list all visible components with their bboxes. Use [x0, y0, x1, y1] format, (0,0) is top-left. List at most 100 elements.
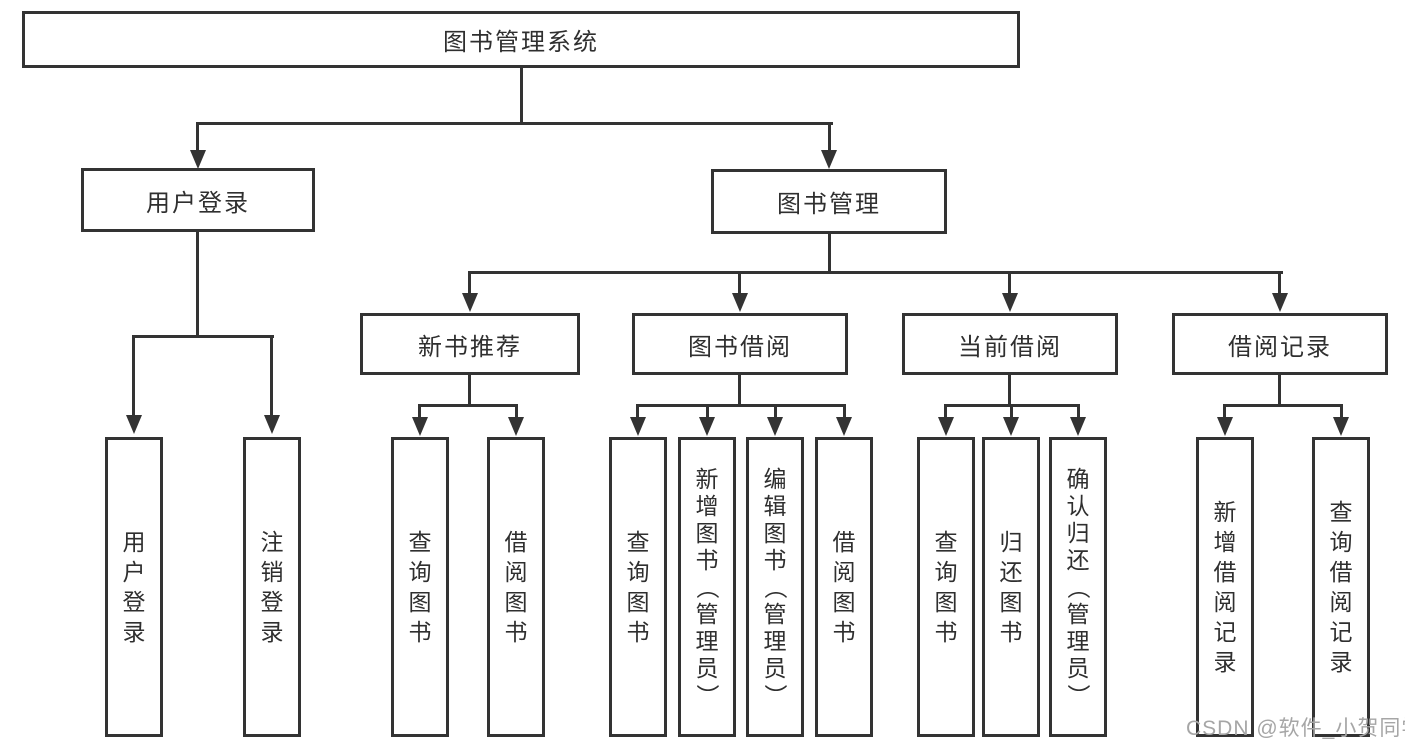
leaf-label-char: 录	[1329, 649, 1353, 675]
leaf-label-char: 新	[695, 465, 719, 492]
arrowhead-icon	[821, 150, 837, 169]
node-root-label: 图书管理系统	[443, 29, 599, 56]
leaf-label-char: 查	[934, 529, 958, 555]
arrowhead-icon	[630, 417, 646, 436]
arrowhead-icon	[1002, 293, 1018, 312]
arrowhead-icon	[126, 415, 142, 434]
connector-line	[1008, 375, 1011, 406]
leaf-label-char: 辑	[763, 492, 787, 519]
leaf-borrow-books-recommend: 借阅图书	[487, 437, 545, 737]
leaf-label-char: 借	[1213, 559, 1237, 585]
leaf-label-char: 书	[408, 619, 432, 645]
node-book-management: 图书管理	[711, 169, 947, 234]
connector-line	[270, 335, 273, 415]
leaf-label-char: 员	[695, 654, 719, 681]
leaf-return-books: 归还图书	[982, 437, 1040, 737]
leaf-label-char: 询	[934, 559, 958, 585]
node-borrow-records: 借阅记录	[1172, 313, 1388, 375]
leaf-label-char: 询	[1329, 529, 1353, 555]
connector-line	[944, 404, 947, 418]
leaf-label-char: 阅	[504, 559, 528, 585]
leaf-edit-books-admin: 编辑图书（管理员）	[746, 437, 804, 737]
connector-line	[1223, 404, 1226, 418]
connector-line	[1340, 404, 1343, 418]
leaf-label-char: 编	[763, 465, 787, 492]
connector-line	[1008, 271, 1011, 293]
node-user-login-label: 用户登录	[146, 189, 250, 217]
connector-line	[196, 122, 199, 150]
leaf-label-char: 管	[763, 600, 787, 627]
arrowhead-icon	[836, 417, 852, 436]
connector-line	[196, 232, 199, 336]
node-root: 图书管理系统	[22, 11, 1020, 68]
connector-line	[828, 122, 831, 150]
leaf-label-char: 认	[1066, 492, 1090, 519]
connector-line	[418, 404, 518, 407]
leaf-confirm-return-admin: 确认归还（管理员）	[1049, 437, 1107, 737]
connector-line	[469, 271, 1283, 274]
leaf-label-char: 书	[832, 619, 856, 645]
connector-line	[636, 404, 846, 407]
arrowhead-icon	[732, 293, 748, 312]
connector-line	[1010, 404, 1013, 418]
leaf-label-char: 录	[122, 619, 146, 645]
node-book-borrow-label: 图书借阅	[688, 333, 792, 361]
leaf-label-char: 阅	[1213, 589, 1237, 615]
leaf-label-char: 书	[626, 619, 650, 645]
connector-line	[1223, 404, 1343, 407]
leaf-label-char: （	[694, 575, 721, 599]
arrowhead-icon	[1070, 417, 1086, 436]
arrowhead-icon	[264, 415, 280, 434]
node-borrow-records-label: 借阅记录	[1228, 333, 1332, 361]
leaf-label-char: 用	[122, 529, 146, 555]
leaf-label-char: 图	[934, 589, 958, 615]
arrowhead-icon	[1333, 417, 1349, 436]
connector-line	[468, 271, 471, 293]
leaf-label-char: 图	[763, 519, 787, 546]
leaf-label-char: 记	[1213, 619, 1237, 645]
node-book-management-label: 图书管理	[777, 191, 881, 218]
node-new-book-recommend-label: 新书推荐	[418, 333, 522, 361]
leaf-label-char: 销	[260, 559, 284, 585]
arrowhead-icon	[938, 417, 954, 436]
connector-line	[1077, 404, 1080, 418]
node-book-borrow: 图书借阅	[632, 313, 848, 375]
leaf-label-char: 增	[1213, 529, 1237, 555]
leaf-label-char: 确	[1066, 465, 1090, 492]
leaf-label-char: 图	[408, 589, 432, 615]
leaf-label-char: 书	[695, 546, 719, 573]
node-new-book-recommend: 新书推荐	[360, 313, 580, 375]
leaf-label-char: （	[1065, 575, 1092, 599]
csdn-watermark: CSDN @软件_小贺同学	[1186, 717, 1405, 740]
leaf-label-char: 登	[122, 589, 146, 615]
leaf-logout: 注销登录	[243, 437, 301, 737]
leaf-label-char: 归	[1066, 519, 1090, 546]
arrowhead-icon	[412, 417, 428, 436]
connector-line	[706, 404, 709, 418]
leaf-query-books-borrow: 查询图书	[609, 437, 667, 737]
leaf-label-char: 书	[999, 619, 1023, 645]
connector-line	[132, 335, 135, 415]
leaf-label-char: 阅	[832, 559, 856, 585]
leaf-label-char: 理	[763, 627, 787, 654]
leaf-query-books-current: 查询图书	[917, 437, 975, 737]
leaf-label-char: 增	[695, 492, 719, 519]
leaf-query-borrow-record: 查询借阅记录	[1312, 437, 1370, 737]
leaf-label-char: 询	[408, 559, 432, 585]
connector-line	[738, 271, 741, 293]
leaf-label-char: ）	[1065, 683, 1092, 707]
leaf-label-char: 理	[1066, 627, 1090, 654]
connector-line	[520, 68, 523, 122]
connector-line	[828, 234, 831, 273]
leaf-label-char: 查	[626, 529, 650, 555]
leaf-label-char: 户	[122, 559, 146, 585]
leaf-label-char: 借	[504, 529, 528, 555]
leaf-label-char: 书	[934, 619, 958, 645]
arrowhead-icon	[462, 293, 478, 312]
leaf-label-char: 新	[1213, 499, 1237, 525]
leaf-label-char: 员	[1066, 654, 1090, 681]
leaf-label-char: 借	[1329, 559, 1353, 585]
leaf-label-char: （	[762, 575, 789, 599]
leaf-add-borrow-record: 新增借阅记录	[1196, 437, 1254, 737]
